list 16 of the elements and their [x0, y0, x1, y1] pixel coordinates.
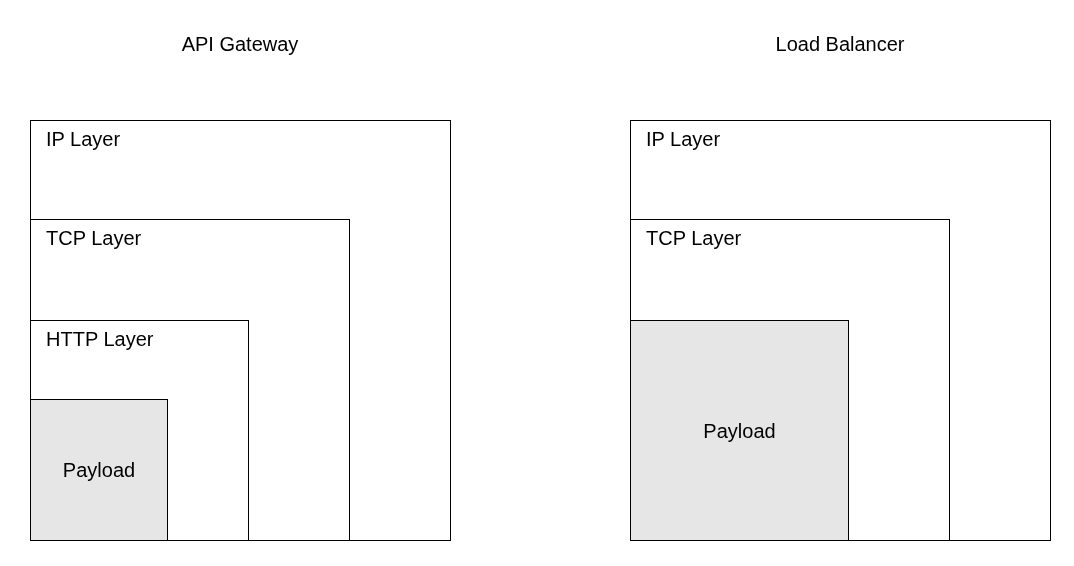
box-label: IP Layer [646, 127, 721, 151]
box-label: Payload [62, 458, 136, 482]
layer-box [30, 120, 451, 541]
box-label: TCP Layer [646, 226, 742, 250]
box-label: TCP Layer [46, 226, 142, 250]
payload-box [30, 399, 168, 541]
payload-box [630, 320, 849, 541]
box-label: IP Layer [46, 127, 121, 151]
layer-box [630, 120, 1051, 541]
box-label: HTTP Layer [46, 327, 154, 351]
box-label: Payload [703, 418, 776, 443]
layer-box [30, 320, 249, 541]
layer-box [30, 219, 350, 541]
group-heading: API Gateway [181, 32, 299, 56]
layer-box [630, 219, 950, 541]
group-heading: Load Balancer [775, 32, 905, 56]
